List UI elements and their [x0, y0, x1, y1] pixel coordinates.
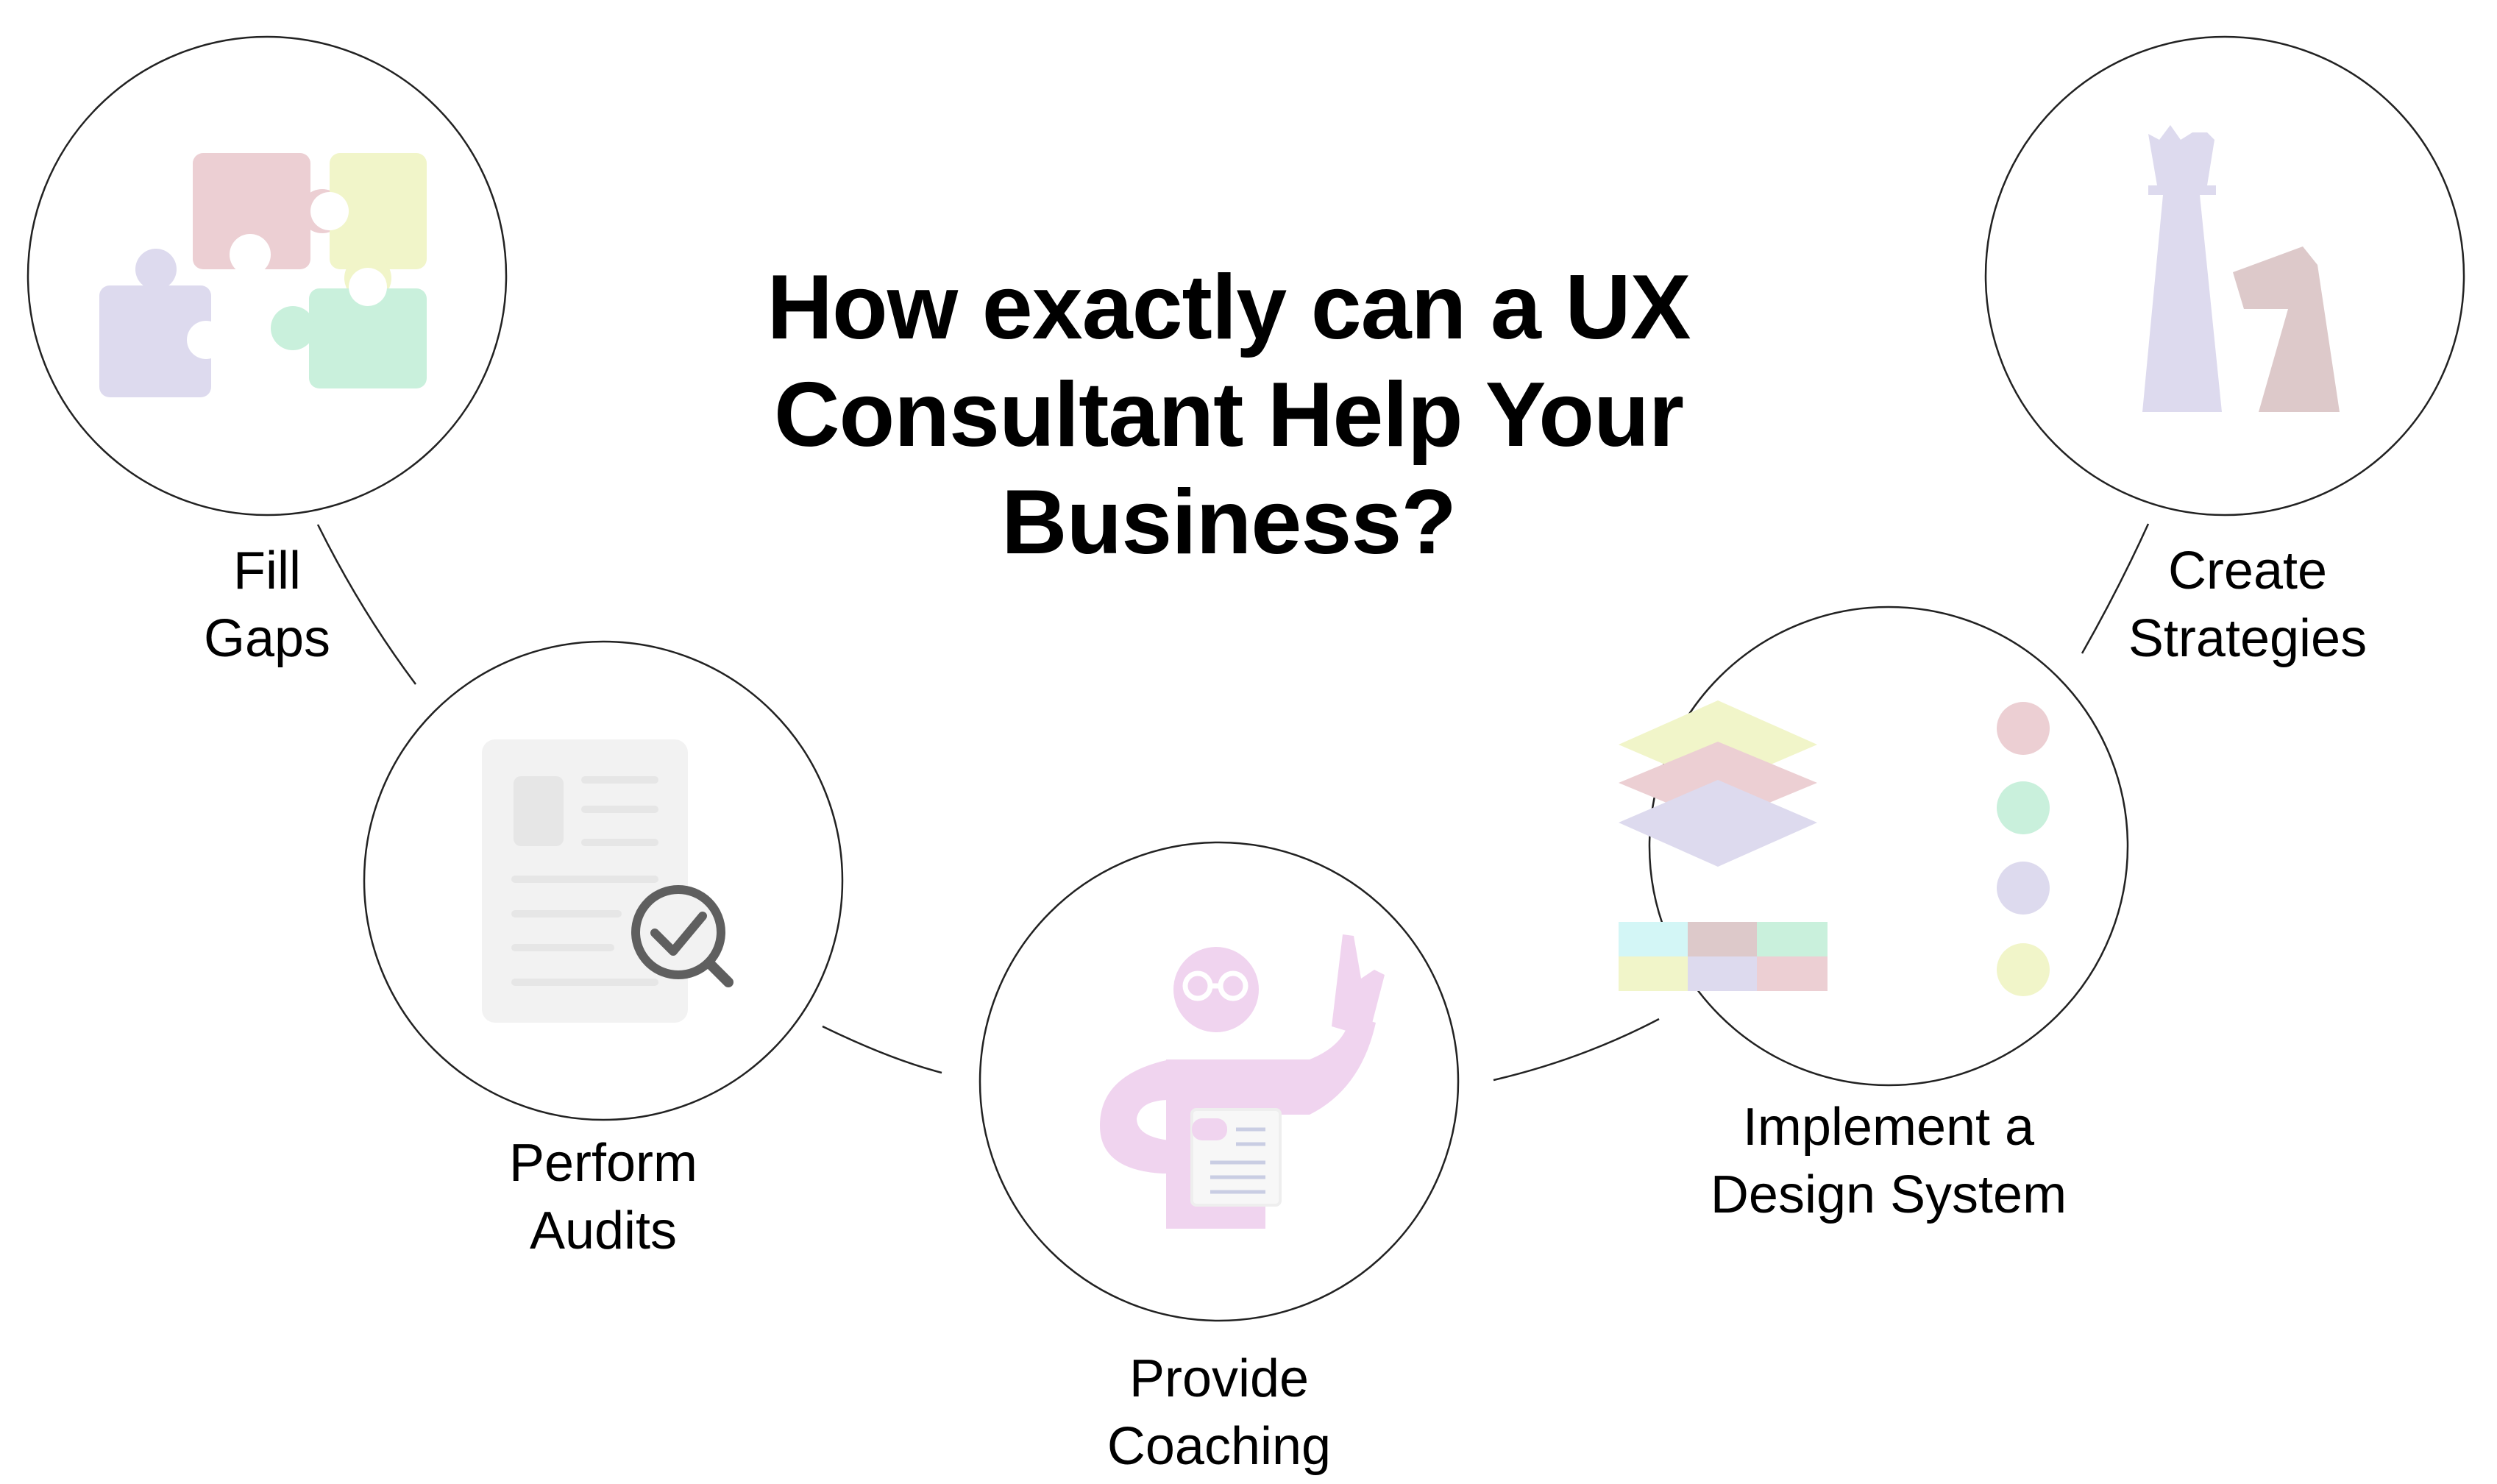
label-line: Gaps — [203, 609, 331, 668]
label-line: Audits — [529, 1201, 678, 1260]
circle-design-system — [1648, 606, 2129, 1087]
label-perform-audits: Perform Audits — [438, 1129, 769, 1265]
circle-perform-audits — [363, 640, 844, 1121]
label-line: Perform — [508, 1134, 698, 1193]
diagram-title: How exactly can a UX Consultant Help You… — [662, 254, 1795, 576]
label-line: Provide — [1129, 1349, 1310, 1408]
label-fill-gaps: Fill Gaps — [120, 537, 414, 672]
title-line-1: How exactly can a UX — [767, 257, 1691, 358]
connector-fill-gaps-to-audits — [316, 524, 417, 685]
circle-fill-gaps — [26, 35, 508, 516]
label-line: Strategies — [2128, 609, 2368, 668]
connector-audits-to-coaching — [822, 1025, 942, 1074]
coach-person-icon — [1100, 934, 1385, 1229]
label-design-system: Implement a Design System — [1649, 1093, 2128, 1229]
design-system-icon — [1619, 700, 2050, 996]
label-line: Design System — [1710, 1165, 2067, 1224]
puzzle-icon — [99, 153, 427, 397]
label-create-strategies: Create Strategies — [2045, 537, 2450, 672]
title-line-2: Consultant Help Your — [773, 364, 1684, 466]
connector-coaching-to-design — [1493, 1018, 1660, 1082]
chess-pieces-icon — [2142, 125, 2340, 412]
label-line: Coaching — [1107, 1417, 1332, 1476]
label-line: Create — [2167, 542, 2328, 600]
label-line: Implement a — [1742, 1098, 2035, 1157]
label-provide-coaching: Provide Coaching — [1054, 1345, 1385, 1480]
connector-design-to-strategies — [2081, 523, 2150, 654]
circle-provide-coaching — [978, 841, 1460, 1322]
connectors — [316, 523, 2150, 1082]
title-line-3: Business? — [1001, 472, 1457, 573]
audit-document-icon — [482, 739, 734, 1023]
label-line: Fill — [233, 542, 301, 600]
circle-create-strategies — [1984, 35, 2465, 516]
